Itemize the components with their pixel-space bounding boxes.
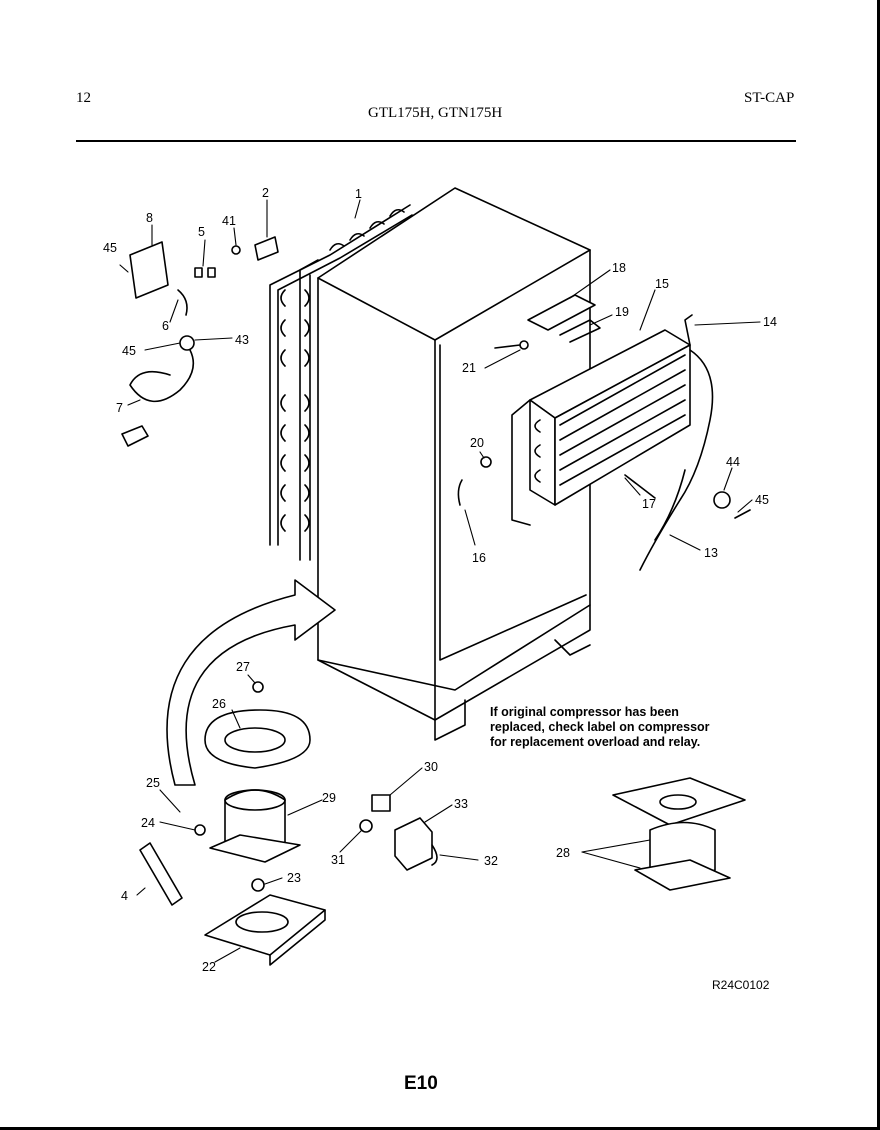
leader-lines	[119, 199, 761, 963]
callout-30: 30	[424, 760, 438, 774]
cabinet	[317, 187, 591, 741]
callout-33: 33	[454, 797, 468, 811]
callout-8: 8	[146, 211, 153, 225]
callout-22: 22	[202, 960, 216, 974]
callout-17: 17	[642, 497, 656, 511]
callout-26: 26	[212, 697, 226, 711]
callout-45-right: 45	[755, 493, 769, 507]
compressor	[194, 789, 301, 892]
callout-15: 15	[655, 277, 669, 291]
drain-parts	[457, 294, 656, 506]
callout-44: 44	[726, 455, 740, 469]
page-number: 12	[76, 90, 91, 106]
evaporator-coil	[511, 314, 693, 526]
callout-19: 19	[615, 305, 629, 319]
callout-13: 13	[704, 546, 718, 560]
callout-41: 41	[222, 214, 236, 228]
relay-overload	[359, 794, 438, 871]
callout-labels: 8 2 41 5 45 6 45 43 7 18 15 19 14 21 20 …	[103, 186, 777, 974]
callout-23: 23	[287, 871, 301, 885]
callout-1: 1	[355, 187, 362, 201]
electrical-parts	[121, 236, 279, 447]
grommet-44	[713, 491, 751, 519]
callout-45-mid: 45	[122, 344, 136, 358]
header-rule	[76, 140, 796, 142]
callout-2: 2	[262, 186, 269, 200]
compressor-replacement-note: If original compressor has been replaced…	[490, 705, 710, 749]
callout-25: 25	[146, 776, 160, 790]
callout-21: 21	[462, 361, 476, 375]
airflow-arrow	[166, 579, 336, 786]
callout-14: 14	[763, 315, 777, 329]
callout-29: 29	[322, 791, 336, 805]
model-title: GTL175H, GTN175H	[368, 105, 503, 121]
filter-drier	[139, 842, 183, 906]
callout-45-top: 45	[103, 241, 117, 255]
section-code: ST-CAP	[744, 90, 795, 106]
callout-27: 27	[236, 660, 250, 674]
callout-7: 7	[116, 401, 123, 415]
capillary-tube	[639, 349, 714, 571]
drain-pan	[204, 681, 311, 769]
drawing-id: R24C0102	[712, 978, 770, 992]
callout-24: 24	[141, 816, 155, 830]
callout-16: 16	[472, 551, 486, 565]
callout-31: 31	[331, 853, 345, 867]
callout-18: 18	[612, 261, 626, 275]
callout-43: 43	[235, 333, 249, 347]
replacement-compressor	[612, 777, 746, 891]
compressor-base	[204, 894, 326, 966]
callout-6: 6	[162, 319, 169, 333]
callout-20: 20	[470, 436, 484, 450]
callout-28: 28	[556, 846, 570, 860]
page-code: E10	[404, 1073, 438, 1094]
callout-5: 5	[198, 225, 205, 239]
callout-32: 32	[484, 854, 498, 868]
callout-4: 4	[121, 889, 128, 903]
condenser-coil	[269, 204, 413, 561]
